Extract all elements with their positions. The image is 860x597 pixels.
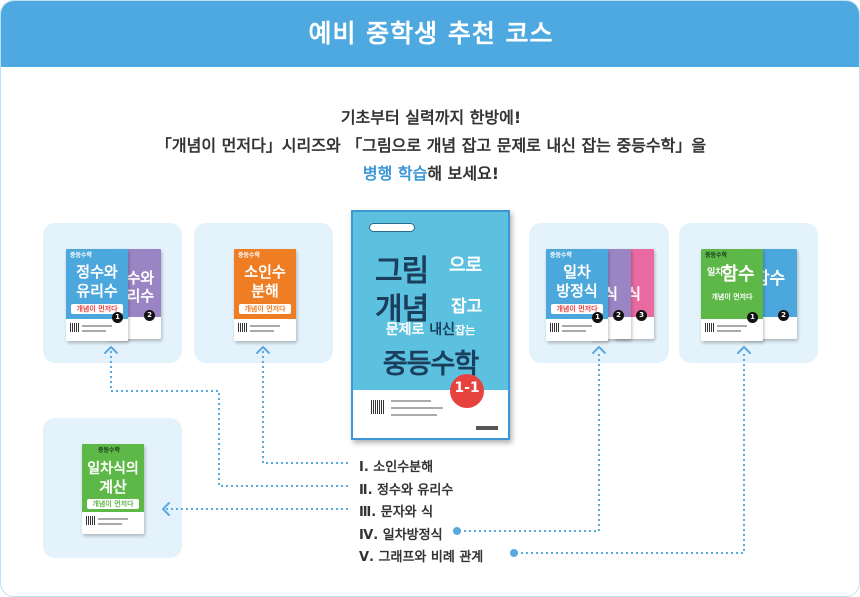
book-label: 개념이 먼저다 (87, 499, 139, 509)
book-series-name: 중등수학 (705, 252, 728, 259)
book-label: 개념이 먼저다 (71, 304, 123, 314)
book-hamsu-title-1: 일차 (707, 268, 724, 278)
book-footer (66, 319, 128, 341)
book-label: 개념이 먼저다 (551, 304, 603, 314)
volume-1-badge: 1 (112, 312, 123, 323)
intro-line-3-rest: 해 보세요! (427, 164, 500, 183)
footer-line (250, 330, 274, 332)
book-gyesan-title-2: 계산 (99, 478, 127, 496)
main-book-line-3: 문제로 내신잡는 (353, 319, 508, 339)
connector-hamsu (516, 351, 745, 554)
footer-line (717, 330, 741, 332)
book-gyesan-title-1: 일차식의 (87, 461, 139, 477)
book-label: 개념이 먼저다 (239, 304, 291, 314)
dot-marker-icon (510, 549, 518, 557)
volume-2-badge: 2 (144, 310, 155, 321)
book-suyu-title-1: 정수와 (76, 263, 118, 281)
volume-3-badge: 3 (636, 310, 647, 321)
main-book-footer (353, 390, 508, 438)
connector-soin (262, 351, 351, 464)
volume-1-badge: 1 (592, 312, 603, 323)
main-book-title: 중등수학 (382, 349, 479, 380)
book-footer (701, 319, 763, 341)
footer-line (391, 407, 443, 409)
book-series-name: 중등수학 (550, 252, 573, 259)
book-suyu-title-2: 유리수 (76, 282, 118, 300)
footer-line (98, 518, 128, 520)
footer-line (98, 523, 122, 525)
book-footer (82, 512, 144, 534)
dot-marker-icon (453, 527, 461, 535)
book-footer (546, 319, 608, 341)
main-book-line-2: 개념 (375, 292, 429, 327)
main-book-line-1b: 으로 (449, 255, 483, 276)
qr-code-icon (70, 323, 79, 332)
volume-1-badge: 1 (747, 312, 758, 323)
book-hamsu-vol1[interactable]: 중등수학 일차 함수 개념이 먼저다 1 (701, 249, 763, 341)
chapter-2[interactable]: Ⅱ. 정수와 유리수 (359, 483, 454, 498)
qr-code-icon (371, 400, 385, 414)
publisher-logo (476, 426, 498, 430)
intro-line-1: 기초부터 실력까지 한방에! (340, 108, 522, 127)
book-label: 개념이 먼저다 (711, 293, 753, 301)
footer-line (250, 325, 280, 327)
book-soin-title-1: 소인수 (244, 263, 286, 281)
footer-line (562, 330, 586, 332)
main-book-cover[interactable]: 그림 으로 개념 잡고 문제로 내신잡는 중등수학 1-1 (351, 210, 510, 440)
footer-line (391, 414, 437, 416)
grade-badge-text: 1-1 (454, 380, 480, 396)
main-book-line-3a: 문제로 (385, 322, 430, 338)
footer-line (82, 325, 112, 327)
main-book-line-3c: 잡는 (455, 324, 476, 337)
chapter-5[interactable]: Ⅴ. 그래프와 비례 관계 (359, 550, 484, 565)
qr-code-icon (550, 323, 559, 332)
footer-line (391, 400, 431, 402)
book-soin-title-2: 분해 (251, 282, 279, 300)
chapter-1[interactable]: Ⅰ. 소인수분해 (359, 460, 434, 475)
book-tag (369, 223, 415, 232)
main-book-line-2b: 잡고 (451, 297, 483, 317)
book-soin[interactable]: 중등수학 소인수 분해 개념이 먼저다 (234, 249, 296, 341)
volume-2-badge: 2 (778, 310, 789, 321)
main-book-line-1: 그림 (375, 254, 429, 289)
book-hamsu-title-2: 함수 (721, 264, 755, 285)
grade-badge: 1-1 (450, 374, 484, 408)
book-series-name: 중등수학 (98, 447, 121, 454)
book-gyesan[interactable]: 중등수학 일차식의 계산 개념이 먼저다 (82, 444, 144, 534)
book-ilcha-bang-title-2: 방정식 (556, 282, 598, 300)
qr-code-icon (86, 516, 95, 525)
book-series-name: 중등수학 (238, 252, 261, 259)
intro-line-2: 「개념이 먼저다」시리즈와 「그림으로 개념 잡고 문제로 내신 잡는 중등수학… (155, 136, 707, 155)
volume-2-badge: 2 (613, 310, 624, 321)
book-ilcha-bang-vol1[interactable]: 중등수학 일차 방정식 개념이 먼저다 1 (546, 249, 608, 341)
book-suyu-vol1[interactable]: 중등수학 정수와 유리수 개념이 먼저다 1 (66, 249, 128, 341)
banner-title: 예비 중학생 추천 코스 (1, 1, 859, 67)
main-book-line-3b: 내신 (429, 322, 456, 338)
book-footer (234, 319, 296, 341)
intro-highlight: 병행 학습 (362, 164, 428, 183)
chapter-4[interactable]: Ⅳ. 일차방정식 (359, 528, 443, 543)
footer-line (717, 325, 747, 327)
footer-line (562, 325, 592, 327)
qr-code-icon (238, 323, 247, 332)
book-ilcha-bang-title-1: 일차 (563, 263, 591, 281)
chapter-3[interactable]: Ⅲ. 문자와 식 (359, 505, 434, 520)
qr-code-icon (705, 323, 714, 332)
book-series-name: 중등수학 (70, 252, 93, 259)
intro-line-3: 병행 학습해 보세요! (1, 160, 859, 184)
footer-line (82, 330, 106, 332)
